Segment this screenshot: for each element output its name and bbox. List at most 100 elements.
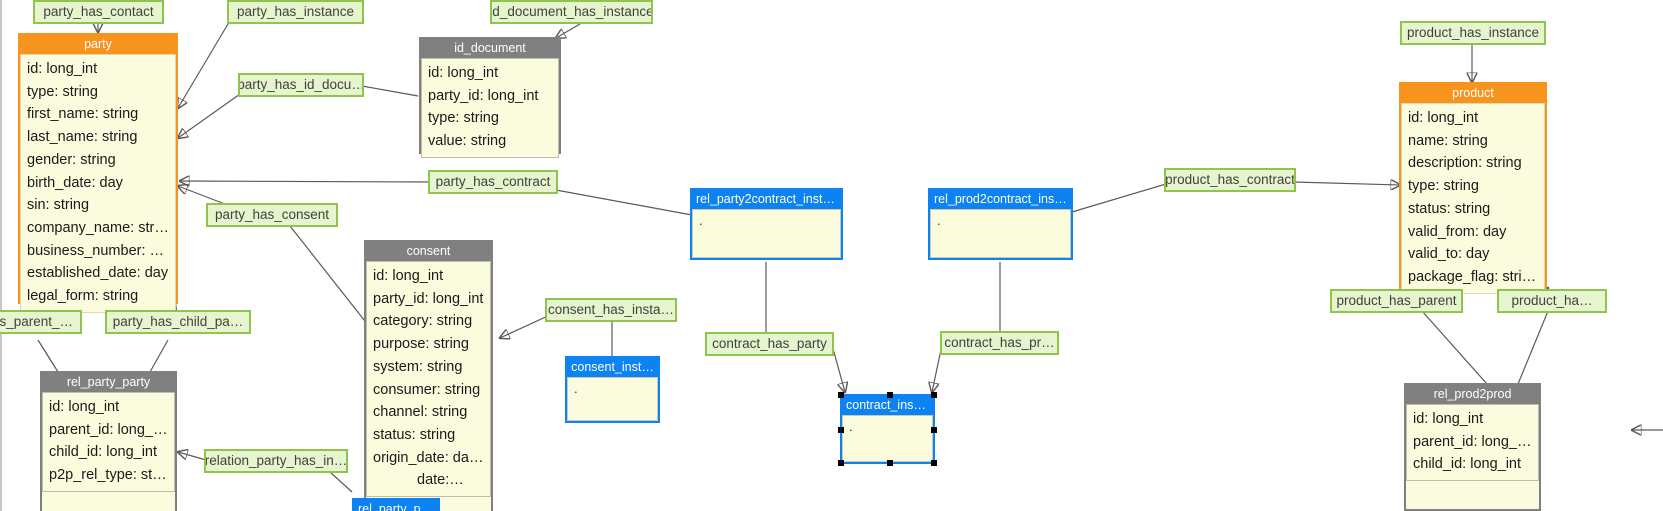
attribute-row: value: string bbox=[428, 133, 507, 150]
entity-consent-instance[interactable]: consent_inst… . bbox=[565, 356, 660, 423]
relation-label-text: party_has_consent bbox=[214, 207, 330, 223]
attribute-row: parent_id: long_int bbox=[49, 421, 168, 438]
entity-product[interactable]: product id: long_int name: string descri… bbox=[1399, 82, 1547, 294]
entity-contract-instance-title: contract_inst… bbox=[842, 396, 933, 415]
attribute-row: id: long_int bbox=[1413, 411, 1484, 427]
attribute-row: id: long_int bbox=[428, 65, 499, 81]
entity-rel-prod2prod-title: rel_prod2prod bbox=[1406, 385, 1539, 404]
attribute-row: . bbox=[699, 213, 703, 228]
entity-consent-instance-attributes: . bbox=[567, 377, 658, 421]
attribute-row: . bbox=[849, 419, 853, 434]
relation-label-product-has-contract[interactable]: product_has_contract bbox=[1164, 168, 1296, 192]
attribute-row: first_name: string bbox=[27, 106, 139, 123]
resize-handle-se[interactable] bbox=[931, 460, 937, 466]
relation-label-text: contract_has_party bbox=[712, 336, 827, 352]
attribute-row: category: string bbox=[373, 313, 473, 330]
entity-rel-party-partial[interactable]: rel_party_pa… bbox=[352, 498, 440, 511]
attribute-row: name: string bbox=[1408, 132, 1488, 149]
attribute-row: id: long_int bbox=[1408, 110, 1479, 126]
attribute-row: legal_form: string bbox=[27, 288, 139, 305]
relation-label-party-has-contract[interactable]: party_has_contract bbox=[428, 170, 558, 194]
relation-label-text: product_has_parent bbox=[1336, 293, 1457, 309]
relation-label-text: party_has_child_pa… bbox=[112, 314, 244, 330]
relation-label-text: product_has_contract bbox=[1165, 172, 1295, 188]
entity-rel-party-party[interactable]: rel_party_party id: long_int parent_id: … bbox=[40, 371, 177, 511]
attribute-row: channel: string bbox=[373, 404, 468, 421]
attribute-row: origin_date: dat… bbox=[373, 449, 484, 466]
relation-label-relation-party-has-instance[interactable]: relation_party_has_in… bbox=[204, 449, 348, 473]
attribute-row: child_id: long_int bbox=[49, 444, 158, 461]
attribute-row: type: string bbox=[428, 110, 499, 127]
attribute-row: package_flag: stri… bbox=[1408, 268, 1537, 285]
attribute-row: status: string bbox=[373, 426, 456, 443]
entity-contract-instance[interactable]: contract_inst… . bbox=[838, 392, 937, 466]
attribute-row: id: long_int bbox=[373, 268, 444, 284]
relation-label-party-has-id-document[interactable]: party_has_id_docu… bbox=[238, 73, 364, 97]
attribute-row: child_id: long_int bbox=[1413, 456, 1522, 473]
entity-rel-prod2prod[interactable]: rel_prod2prod id: long_int parent_id: lo… bbox=[1404, 383, 1541, 511]
relation-label-consent-has-instance[interactable]: consent_has_insta… bbox=[545, 298, 677, 322]
relation-label-text: contract_has_pr… bbox=[944, 335, 1055, 351]
entity-consent-attributes: id: long_int party_id: long_int category… bbox=[366, 261, 491, 498]
attribute-row: parent_id: long_int bbox=[1413, 433, 1532, 450]
relation-label-party-has-contact[interactable]: party_has_contact bbox=[33, 0, 164, 24]
relation-label-text: consent_has_insta… bbox=[547, 302, 675, 318]
resize-handle-s[interactable] bbox=[887, 460, 893, 466]
attribute-row: business_number: str… bbox=[27, 242, 169, 259]
relation-label-text: product_ha… bbox=[1511, 293, 1593, 309]
relation-label-text: relation_party_has_in… bbox=[204, 453, 348, 469]
entity-rel-prod2contract-instance[interactable]: rel_prod2contract_inst… . bbox=[928, 188, 1073, 260]
entity-consent[interactable]: consent id: long_int party_id: long_int … bbox=[364, 240, 493, 511]
entity-consent-instance-title: consent_inst… bbox=[567, 358, 658, 377]
attribute-row: valid_to: day bbox=[1408, 246, 1490, 263]
resize-handle-nw[interactable] bbox=[838, 392, 844, 398]
attribute-row: last_name: string bbox=[27, 129, 138, 146]
relation-label-contract-has-product[interactable]: contract_has_pr… bbox=[940, 331, 1059, 355]
relation-label-party-has-instance[interactable]: party_has_instance bbox=[227, 0, 364, 24]
entity-rel-party2contract-instance-title: rel_party2contract_insta… bbox=[692, 190, 841, 209]
resize-handle-n[interactable] bbox=[887, 392, 893, 398]
relation-label-party-has-consent[interactable]: party_has_consent bbox=[206, 203, 338, 227]
entity-rel-party2contract-instance[interactable]: rel_party2contract_insta… . bbox=[690, 188, 843, 260]
attribute-row: valid_from: day bbox=[1408, 223, 1507, 240]
attribute-row: company_name: stri… bbox=[27, 219, 169, 236]
resize-handle-e[interactable] bbox=[931, 427, 937, 433]
relation-label-text: id_document_has_instance bbox=[490, 4, 653, 20]
entity-rel-prod2contract-instance-attributes: . bbox=[930, 209, 1071, 258]
entity-product-attributes: id: long_int name: string description: s… bbox=[1401, 103, 1545, 294]
attribute-row: id: long_int bbox=[27, 61, 98, 77]
attribute-row: type: string bbox=[1408, 178, 1479, 195]
entity-id-document-attributes: id: long_int party_id: long_int type: st… bbox=[421, 58, 559, 158]
attribute-row: purpose: string bbox=[373, 336, 469, 353]
attribute-row: system: string bbox=[373, 358, 463, 375]
attribute-row: type: string bbox=[27, 83, 98, 100]
resize-handle-sw[interactable] bbox=[838, 460, 844, 466]
relation-label-product-has-instance[interactable]: product_has_instance bbox=[1400, 21, 1546, 45]
resize-handle-ne[interactable] bbox=[931, 392, 937, 398]
relation-label-party-has-child-parent[interactable]: party_has_child_pa… bbox=[105, 310, 251, 334]
attribute-row: . bbox=[937, 213, 941, 228]
relation-label-id-document-has-instance[interactable]: id_document_has_instance bbox=[490, 0, 653, 24]
relation-label-text: product_has_instance bbox=[1406, 25, 1540, 41]
entity-product-title: product bbox=[1401, 84, 1545, 103]
relation-label-product-has-child[interactable]: product_ha… bbox=[1497, 289, 1607, 313]
relation-label-text: s_parent_… bbox=[0, 314, 73, 330]
relation-label-contract-has-party[interactable]: contract_has_party bbox=[705, 332, 834, 356]
attribute-row: birth_date: day bbox=[27, 174, 123, 191]
entity-contract-instance-attributes: . bbox=[842, 415, 933, 462]
entity-party[interactable]: party id: long_int type: string first_na… bbox=[18, 33, 178, 313]
attribute-row: gender: string bbox=[27, 151, 116, 168]
relation-label-party-has-parent[interactable]: s_parent_… bbox=[0, 310, 82, 334]
attribute-row: id: long_int bbox=[49, 399, 120, 415]
entity-consent-title: consent bbox=[366, 242, 491, 261]
entity-id-document[interactable]: id_document id: long_int party_id: long_… bbox=[419, 37, 561, 158]
attribute-row: established_date: day bbox=[27, 265, 169, 282]
resize-handle-w[interactable] bbox=[838, 427, 844, 433]
relation-label-product-has-parent[interactable]: product_has_parent bbox=[1330, 289, 1463, 313]
attribute-row: party_id: long_int bbox=[428, 87, 539, 104]
entity-rel-prod2contract-instance-title: rel_prod2contract_inst… bbox=[930, 190, 1071, 209]
attribute-row: date:… bbox=[417, 472, 464, 489]
canvas-left-gutter bbox=[0, 0, 2, 511]
entity-rel-party-party-title: rel_party_party bbox=[42, 373, 175, 392]
